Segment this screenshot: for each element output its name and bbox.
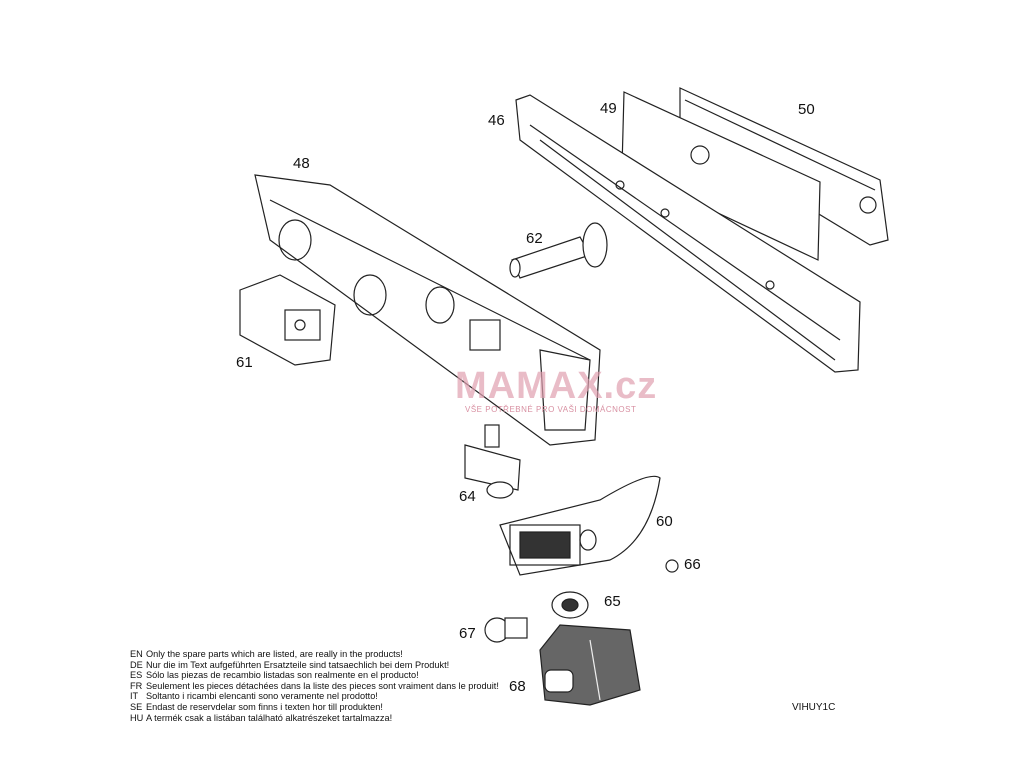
label-part-60: 60 (656, 513, 673, 530)
part-62-shaft (509, 222, 608, 279)
part-66-clip (665, 559, 679, 573)
label-part-64: 64 (459, 488, 476, 505)
part-46-housing (515, 94, 861, 373)
part-60-lamp-holder (499, 475, 661, 576)
part-49-panel (621, 91, 821, 261)
label-part-61: 61 (236, 354, 253, 371)
diagram-reference-code: VIHUY1C (792, 702, 836, 713)
part-65-lamp-socket (551, 591, 589, 619)
part-64-switch (464, 424, 521, 499)
label-part-66: 66 (684, 556, 701, 573)
label-part-50: 50 (798, 101, 815, 118)
part-48-frame (254, 174, 601, 446)
label-part-49: 49 (600, 100, 617, 117)
part-68-knob-cover (539, 624, 641, 706)
part-61-thermostat (239, 274, 336, 366)
label-part-68: 68 (509, 678, 526, 695)
label-part-65: 65 (604, 593, 621, 610)
label-part-48: 48 (293, 155, 310, 172)
label-part-67: 67 (459, 625, 476, 642)
part-67-bulb (484, 617, 528, 643)
label-part-46: 46 (488, 112, 505, 129)
label-part-62: 62 (526, 230, 543, 247)
